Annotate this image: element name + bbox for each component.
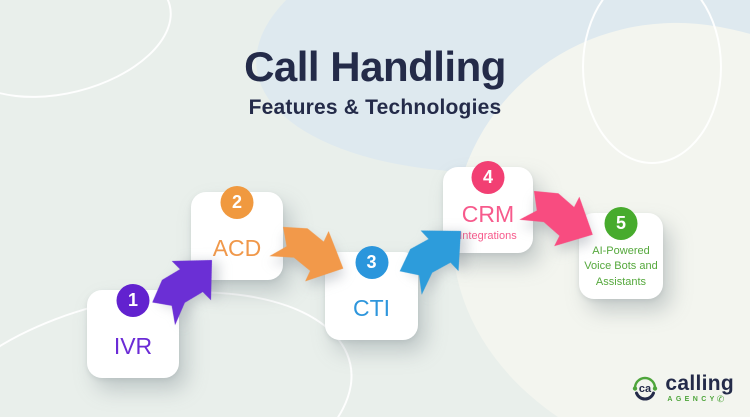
arrow-icon — [269, 226, 344, 282]
logo-text: calling AGENCY ✆ — [665, 373, 734, 404]
decor-ring-top-right — [582, 0, 722, 164]
step-card-ai-voice-bots: 5 AI-Powered Voice Bots and Assistants — [579, 207, 663, 299]
step-label: AI-Powered Voice Bots and Assistants — [584, 244, 658, 288]
step-card-crm: 4 CRM Integrations — [443, 161, 533, 253]
step-label: ACD — [212, 235, 262, 262]
page-subtitle: Features & Technologies — [248, 96, 502, 120]
step-label: CRM — [461, 201, 515, 228]
arrow-icon — [152, 260, 212, 326]
step-number-badge: 1 — [116, 284, 150, 317]
logo-mark-text: ca — [639, 383, 652, 395]
phone-icon: ✆ — [716, 394, 725, 404]
headset-face-icon: ca — [633, 376, 658, 400]
page-title: Call Handling — [244, 43, 506, 90]
step-number-badge: 5 — [604, 207, 638, 240]
step-card-ivr: 1 IVR — [87, 284, 179, 378]
logo-name: calling — [665, 372, 734, 395]
step-label: CTI — [352, 295, 391, 322]
calling-agency-logo: ca calling AGENCY ✆ — [630, 373, 734, 404]
step-sublabel: Integrations — [459, 229, 517, 242]
logo-tagline: AGENCY — [667, 396, 718, 403]
header: Call Handling Features & Technologies — [0, 0, 750, 120]
step-label: IVR — [113, 333, 153, 360]
step-number-badge: 4 — [471, 161, 505, 194]
step-number-badge: 3 — [355, 246, 388, 279]
arrow-icon — [519, 190, 593, 247]
step-number-badge: 2 — [220, 186, 254, 219]
arrow-icon — [399, 230, 461, 295]
